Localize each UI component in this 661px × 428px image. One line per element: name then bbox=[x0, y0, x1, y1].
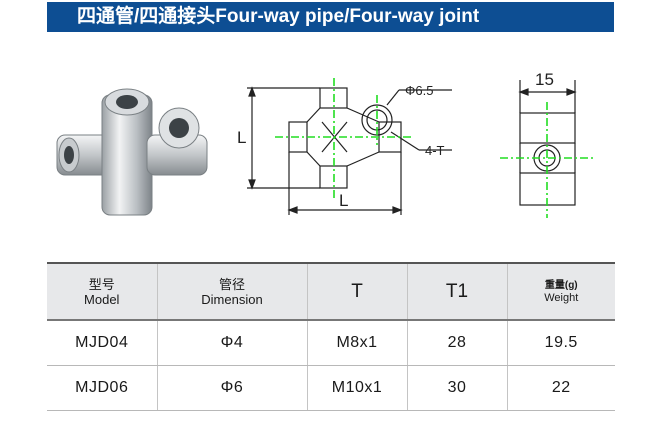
cell-t1: 30 bbox=[406, 365, 507, 411]
table-row: MJD06 Φ6 M10x1 30 22 bbox=[47, 365, 615, 411]
table-row: MJD04 Φ4 M8x1 28 19.5 bbox=[47, 320, 615, 366]
cell-t: M8x1 bbox=[306, 320, 407, 366]
header-t-label: T bbox=[351, 280, 363, 302]
header-t1-label: T1 bbox=[445, 280, 469, 302]
cell-model: MJD04 bbox=[47, 320, 157, 366]
width-label: 15 bbox=[535, 70, 554, 89]
header-model-cn: 型号 bbox=[88, 276, 115, 292]
side-height-label: L bbox=[237, 128, 246, 147]
cell-dimension: Φ4 bbox=[156, 320, 307, 366]
cell-t: M10x1 bbox=[306, 365, 407, 411]
header-t1: T1 bbox=[406, 262, 507, 321]
cell-model: MJD06 bbox=[47, 365, 157, 411]
cell-weight: 19.5 bbox=[506, 320, 615, 366]
side-view-centerlines bbox=[500, 102, 595, 218]
page-title: 四通管/四通接头Four-way pipe/Four-way joint bbox=[47, 2, 614, 32]
front-view-centerlines bbox=[275, 78, 412, 200]
header-model-en: Model bbox=[84, 291, 120, 307]
product-figure: Φ6.5 4-T L L 15 bbox=[56, 70, 595, 218]
spec-table: 型号 Model 管径 Dimension T T1 重量(g) Weight … bbox=[47, 262, 615, 411]
product-photo bbox=[56, 88, 208, 216]
header-weight-en: Weight bbox=[544, 291, 579, 304]
header-weight-cn: 重量(g) bbox=[544, 279, 578, 291]
table-header-row: 型号 Model 管径 Dimension T T1 重量(g) Weight bbox=[47, 262, 615, 321]
hole-diameter-label: Φ6.5 bbox=[405, 83, 433, 98]
front-view-drawing bbox=[247, 86, 452, 215]
header-dimension: 管径 Dimension bbox=[156, 262, 307, 321]
cell-weight: 22 bbox=[506, 365, 615, 411]
bottom-length-label: L bbox=[339, 191, 348, 210]
header-t: T bbox=[306, 262, 407, 321]
header-dimension-cn: 管径 bbox=[218, 276, 245, 292]
header-weight: 重量(g) Weight bbox=[506, 262, 615, 321]
thread-label: 4-T bbox=[425, 143, 445, 158]
header-dimension-en: Dimension bbox=[201, 291, 263, 307]
cell-t1: 28 bbox=[406, 320, 507, 366]
cell-dimension: Φ6 bbox=[156, 365, 307, 411]
header-model: 型号 Model bbox=[47, 262, 157, 321]
